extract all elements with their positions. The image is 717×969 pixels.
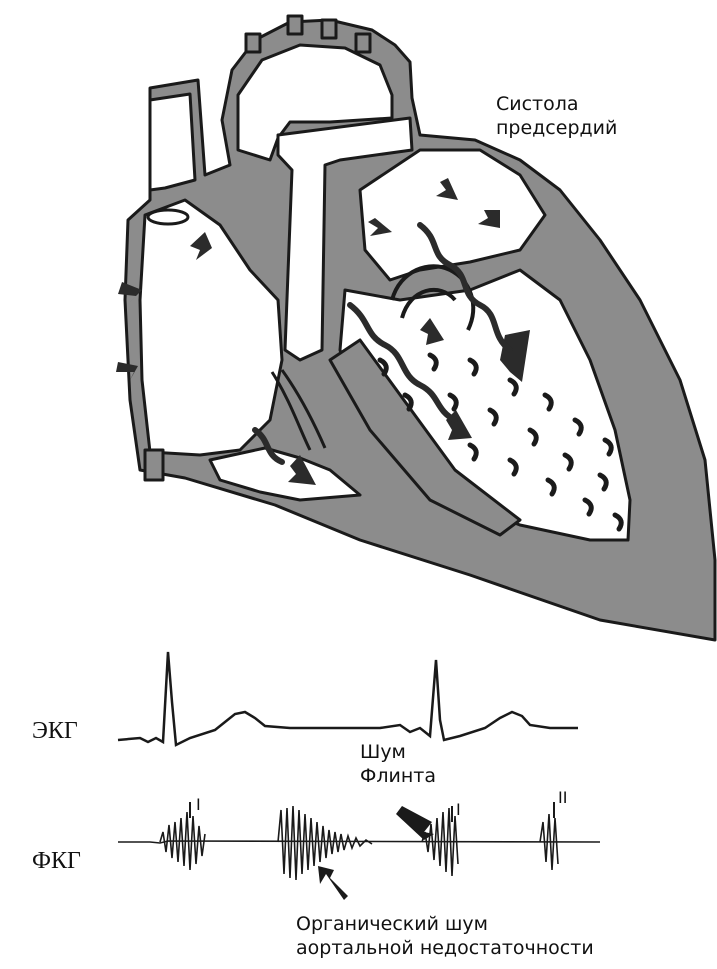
ecg-label: ЭКГ [32, 718, 78, 745]
vena-cava-inferior [145, 450, 163, 480]
aortic-arch-segment [246, 34, 260, 52]
first-tone-label-2: I [456, 800, 461, 819]
pcg-label: ФКГ [32, 848, 81, 875]
atrial-systole-line1: Систола [496, 92, 617, 116]
organic-arrow-icon [318, 866, 348, 900]
second-tone-label: II [558, 788, 567, 807]
flint-line2: Флинта [360, 764, 436, 788]
heart-illustration [125, 16, 715, 640]
coronary-sinus [148, 210, 188, 224]
atrial-systole-line2: предсердий [496, 116, 617, 140]
ecg-trace [118, 652, 578, 745]
flint-arrow-icon [396, 806, 434, 840]
atrial-systole-label: Систола предсердий [496, 92, 617, 140]
vena-cava-lumen [150, 94, 195, 190]
organic-line1: Органический шум [296, 912, 594, 936]
first-tone-label: I [196, 795, 201, 814]
aortic-arch-segment [356, 34, 370, 52]
flint-murmur-label: Шум Флинта [360, 740, 436, 788]
aortic-arch-segment [322, 20, 336, 38]
aortic-arch-segment [288, 16, 302, 34]
flint-line1: Шум [360, 740, 436, 764]
organic-line2: аортальной недостаточности [296, 936, 594, 960]
organic-murmur-label: Органический шум аортальной недостаточно… [296, 912, 594, 960]
